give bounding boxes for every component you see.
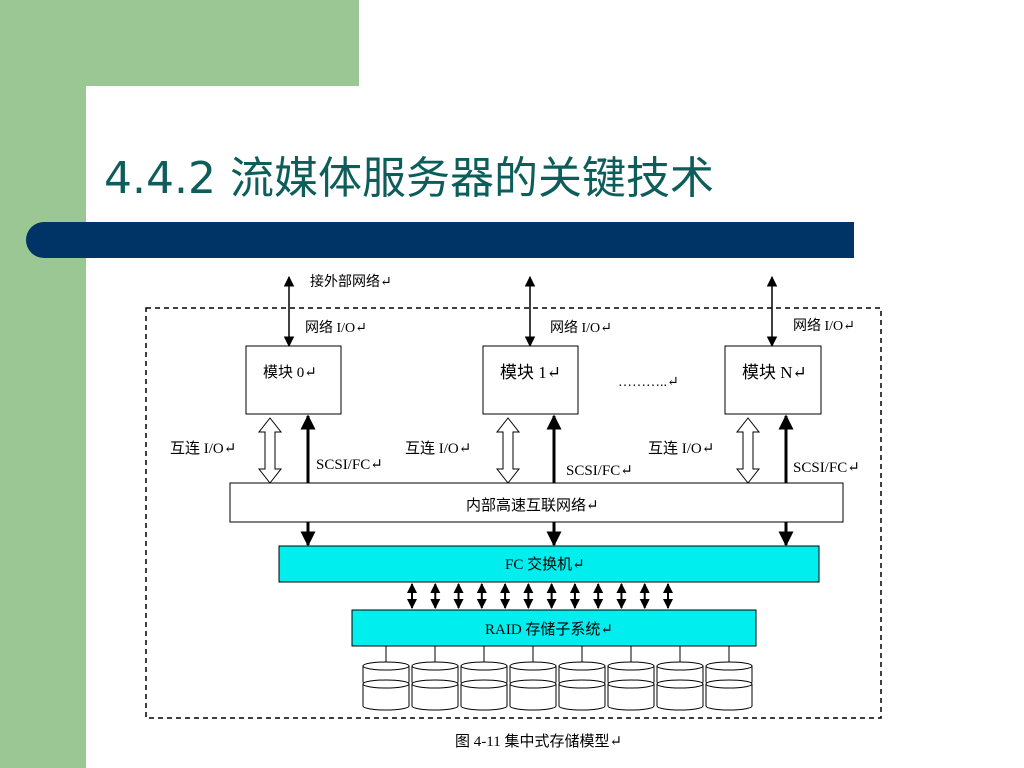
interconnect-arrow — [735, 417, 761, 484]
scsi-fc-label: SCSI/FC↵ — [316, 457, 383, 473]
internal-network-box — [229, 482, 844, 523]
internal-network-label: 内部高速互联网络↵ — [466, 497, 599, 514]
module-n-label: 模块 N↵ — [742, 363, 807, 382]
title-underline-bar — [26, 222, 854, 258]
interconnect-io-label: 互连 I/O↵ — [405, 440, 471, 457]
disk-array — [362, 646, 753, 711]
disk-icon — [558, 646, 606, 711]
interconnect-io-label: 互连 I/O↵ — [170, 440, 236, 457]
disk-icon — [705, 646, 753, 711]
slide-title: 4.4.2 流媒体服务器的关键技术 — [104, 153, 714, 204]
disk-icon — [411, 646, 459, 711]
server-boundary — [145, 307, 882, 719]
disk-icon — [607, 646, 655, 711]
disk-icon — [362, 646, 410, 711]
left-green-band — [0, 0, 86, 768]
top-green-band — [86, 0, 359, 86]
net-io-label: 网络 I/O↵ — [550, 320, 612, 336]
module-n-box — [724, 345, 822, 415]
disk-icon — [656, 646, 704, 711]
net-io-label: 网络 I/O↵ — [793, 318, 855, 334]
scsi-fc-label: SCSI/FC↵ — [793, 460, 860, 476]
module-0-label: 模块 0↵ — [263, 364, 317, 381]
module-0-box — [245, 345, 342, 415]
fc-switch-label: FC 交换机↵ — [505, 555, 585, 573]
net-io-label: 网络 I/O↵ — [305, 320, 367, 336]
disk-icon — [509, 646, 557, 711]
raid-label: RAID 存储子系统↵ — [485, 621, 613, 638]
figure-caption: 图 4-11 集中式存储模型↵ — [455, 733, 622, 750]
interconnect-io-label: 互连 I/O↵ — [648, 440, 714, 457]
module-ellipsis: ………..↵ — [618, 375, 679, 390]
fc-switch-box — [278, 545, 820, 583]
raid-box — [351, 609, 757, 647]
scsi-fc-label: SCSI/FC↵ — [566, 463, 633, 479]
external-network-label: 接外部网络↵ — [310, 273, 392, 290]
interconnect-arrow — [257, 417, 283, 484]
module-1-box — [482, 345, 579, 415]
interconnect-arrow — [495, 417, 521, 484]
disk-icon — [460, 646, 508, 711]
fc-raid-links — [407, 583, 673, 609]
module-1-label: 模块 1↵ — [500, 363, 561, 382]
